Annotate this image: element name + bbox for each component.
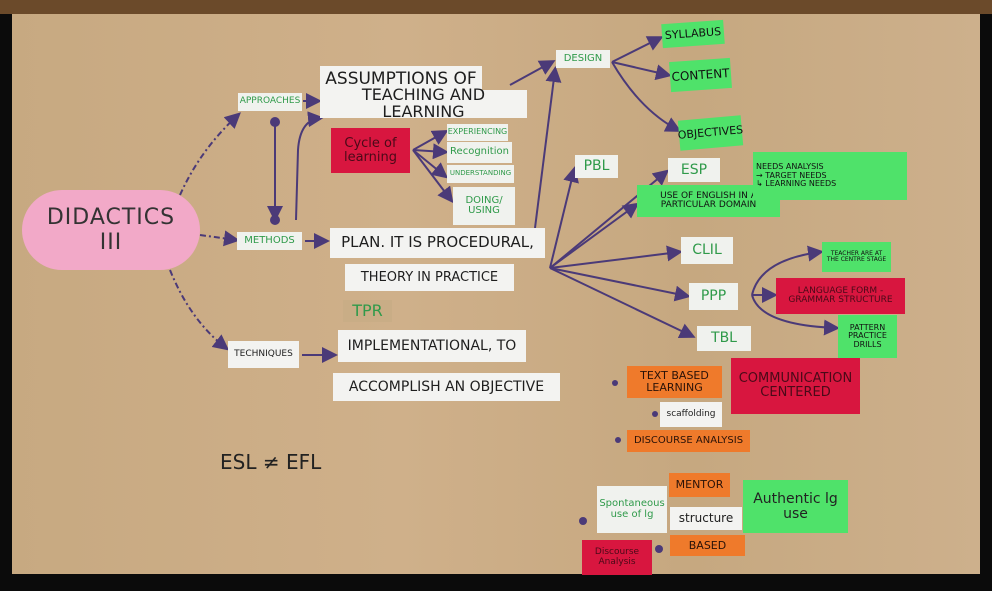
language-form-card: LANGUAGE FORM - GRAMMAR STRUCTURE: [776, 278, 905, 314]
text-based-card: TEXT BASED LEARNING: [627, 366, 722, 398]
discourse-analysis-card: DISCOURSE ANALYSIS: [627, 430, 750, 452]
implementational-card: IMPLEMENTATIONAL, TO: [338, 330, 526, 362]
root-numeral: III: [99, 230, 123, 255]
objectives-card: OBJECTIVES: [677, 115, 744, 151]
content-card: CONTENT: [669, 57, 732, 93]
approaches-card: APPROACHES: [238, 93, 302, 111]
theory-card: THEORY IN PRACTICE: [345, 264, 514, 291]
assumptions-card: ASSUMPTIONS OF: [320, 66, 482, 94]
structure-card: structure: [670, 507, 742, 530]
clil-card: CLIL: [681, 237, 733, 264]
wall: [0, 0, 992, 14]
ppp-card: PPP: [689, 283, 738, 310]
methods-card: METHODS: [237, 232, 302, 250]
discourse-analysis-red-card: Discourse Analysis: [582, 540, 652, 575]
mentor-card: MENTOR: [669, 473, 730, 497]
tpr-label: TPR: [343, 300, 392, 322]
scaffolding-card: scaffolding: [660, 402, 722, 427]
techniques-card: TECHNIQUES: [228, 341, 299, 368]
cycle-of-learning-card: Cycle of learning: [331, 128, 410, 173]
teacher-centre-card: TEACHER ARE AT THE CENTRE STAGE: [822, 242, 891, 272]
pbl-card: PBL: [575, 155, 618, 178]
esp-card: ESP: [668, 158, 720, 182]
based-card: BASED: [670, 535, 745, 556]
plan-card: PLAN. IT IS PROCEDURAL,: [330, 228, 545, 258]
authentic-use-card: Authentic lg use: [743, 480, 848, 533]
accomplish-card: ACCOMPLISH AN OBJECTIVE: [333, 373, 560, 401]
understanding-card: UNDERSTANDING: [447, 165, 514, 183]
doing-using-card: DOING/ USING: [453, 187, 515, 225]
needs-analysis-card: NEEDS ANALYSIS → TARGET NEEDS ↳ LEARNING…: [753, 152, 907, 200]
teaching-learning-card: TEACHING AND LEARNING: [320, 86, 527, 120]
syllabus-card: SYLLABUS: [661, 19, 725, 49]
root-title: DIDACTICS: [46, 205, 176, 230]
design-card: DESIGN: [556, 50, 610, 68]
spontaneous-card: Spontaneous use of lg: [597, 486, 667, 533]
communication-card: COMMUNICATION CENTERED: [731, 358, 860, 414]
learning-needs-label: ↳ LEARNING NEEDS: [756, 179, 837, 189]
pattern-drills-card: PATTERN PRACTICE DRILLS: [838, 315, 897, 358]
experiencing-card: EXPERIENCING: [447, 124, 508, 141]
target-needs-label: → TARGET NEEDS: [756, 170, 827, 180]
recognition-card: Recognition: [447, 142, 512, 163]
tbl-card: TBL: [697, 326, 751, 351]
esl-efl-note: ESL ≠ EFL: [220, 450, 322, 474]
needs-analysis-label: NEEDS ANALYSIS: [756, 162, 824, 172]
